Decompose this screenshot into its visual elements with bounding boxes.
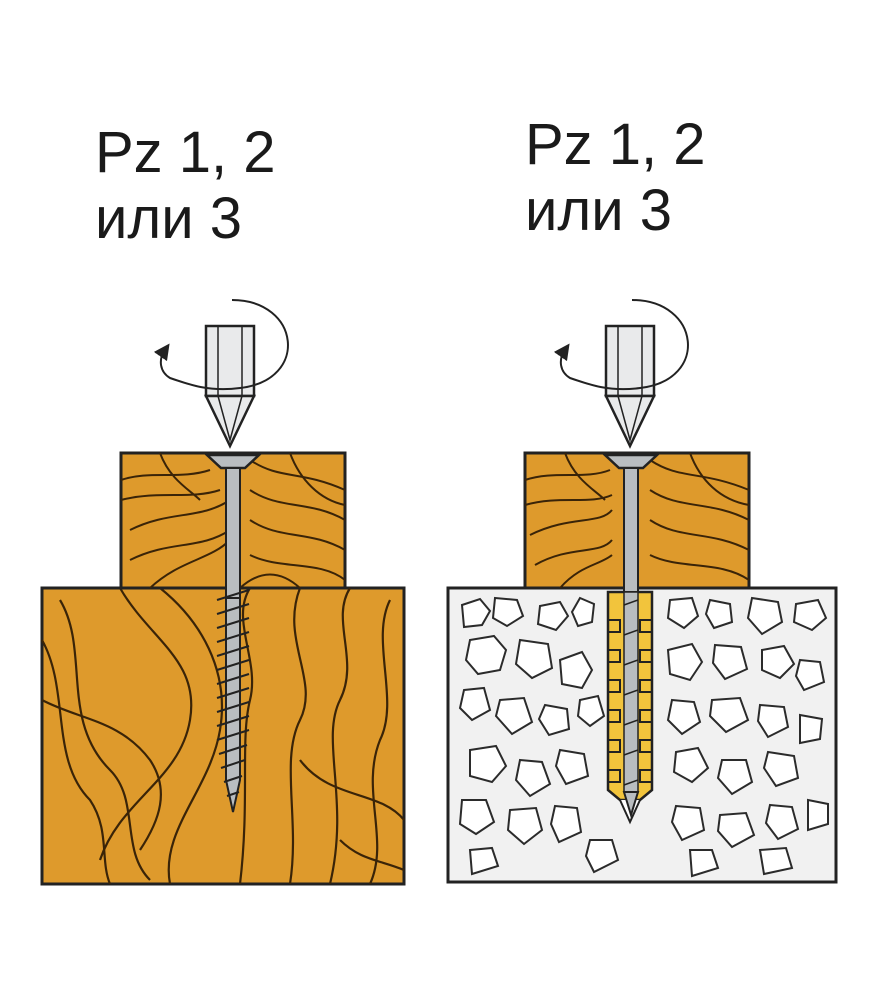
wood-grain bbox=[41, 587, 405, 885]
right-panel bbox=[446, 299, 838, 884]
screw-icon bbox=[203, 453, 263, 813]
wood-top-grain-right bbox=[524, 452, 750, 589]
screwdriver-bit-icon bbox=[204, 324, 256, 449]
concrete-stones bbox=[458, 596, 829, 878]
rotation-arrow-icon-right bbox=[553, 299, 689, 391]
screw-icon-right bbox=[601, 453, 661, 819]
label-left: Pz 1, 2 или 3 bbox=[95, 120, 276, 252]
label-left-line2: или 3 bbox=[95, 186, 243, 251]
screwdriver-bit-icon-right bbox=[604, 324, 656, 449]
rotation-arrow-icon bbox=[153, 299, 289, 391]
label-right-line2: или 3 bbox=[525, 178, 673, 243]
label-right-line1: Pz 1, 2 bbox=[525, 112, 706, 177]
label-right: Pz 1, 2 или 3 bbox=[525, 112, 706, 244]
label-left-line1: Pz 1, 2 bbox=[95, 120, 276, 185]
wood-top-grain bbox=[120, 452, 346, 589]
left-panel bbox=[40, 299, 406, 886]
wood-base bbox=[40, 586, 406, 886]
